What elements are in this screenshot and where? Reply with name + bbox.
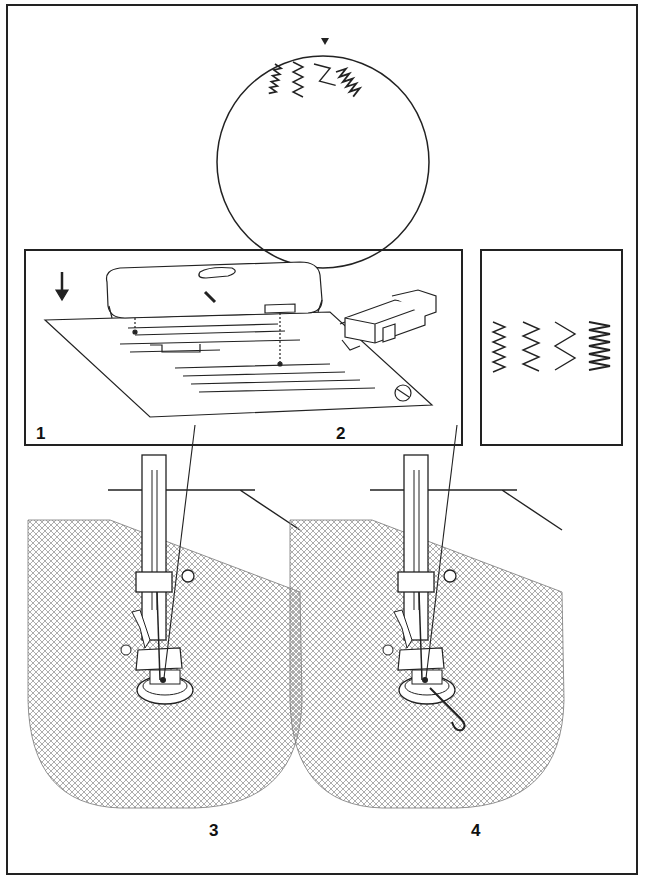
outer-frame	[7, 5, 637, 874]
callout-number: 2	[336, 424, 345, 443]
panel-frame	[25, 250, 462, 445]
callout-number: 3	[209, 822, 218, 839]
presser-foot-view	[28, 425, 302, 808]
feed-cover-part	[340, 290, 436, 350]
callout-number: 4	[471, 822, 480, 839]
callout-number: 2	[336, 425, 345, 442]
presser-foot-view	[290, 425, 564, 808]
stitch-dial	[217, 38, 429, 268]
stitch-samples	[493, 322, 610, 372]
callout-number: 4	[471, 821, 480, 840]
panel-frame	[481, 250, 622, 445]
callout-number: 3	[209, 821, 218, 840]
needle-plate	[45, 262, 432, 417]
callout-number: 1	[36, 425, 45, 442]
callout-number: 1	[36, 424, 45, 443]
